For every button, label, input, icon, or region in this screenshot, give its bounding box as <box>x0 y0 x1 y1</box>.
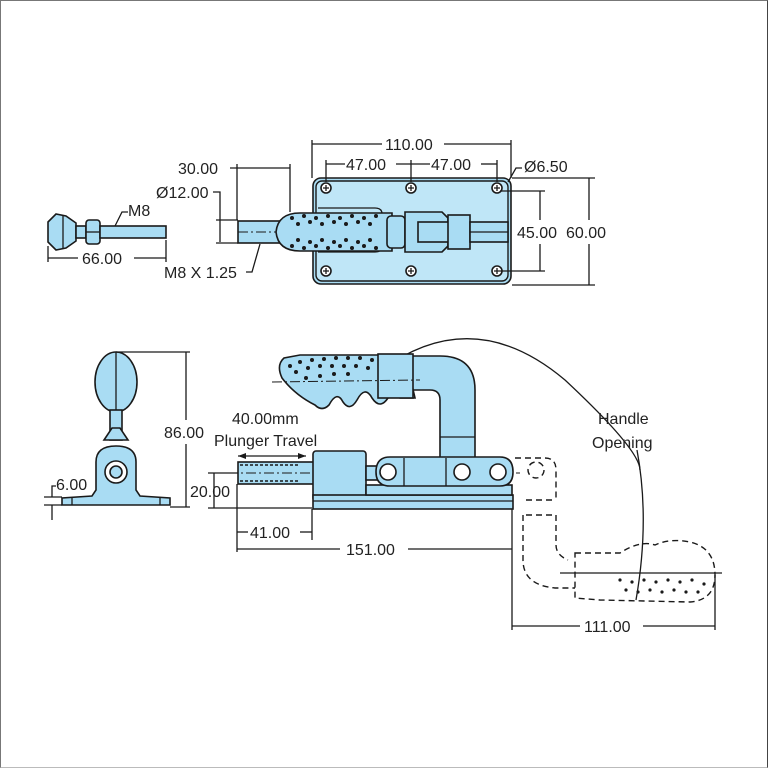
spindle-view: M8 66.00 <box>47 203 167 268</box>
plunger-height-dim: 20.00 <box>190 484 230 501</box>
grip-handle <box>275 212 393 252</box>
end-view-height-dim: 86.00 <box>164 425 204 442</box>
thread-leader <box>246 243 261 273</box>
handle-opening-arc <box>374 338 641 471</box>
open-pivot <box>527 461 545 479</box>
end-view-dimensions: 86.00 6.00 <box>44 351 204 520</box>
side-link <box>375 456 514 487</box>
spindle-neck <box>75 225 87 239</box>
hole-crosses <box>323 185 500 274</box>
hole-dia-leader <box>507 167 522 183</box>
plunger-offset-dim: 41.00 <box>250 525 290 542</box>
top-view <box>237 177 512 285</box>
plunger-extension-dim: 30.00 <box>178 161 218 178</box>
overall-width-dim: 60.00 <box>566 225 606 242</box>
m8-leader <box>114 211 128 227</box>
open-arm-outline <box>522 515 575 589</box>
link-pivot-3 <box>489 463 507 481</box>
travel-value-label: 40.00mm <box>232 411 299 428</box>
plunger-housing <box>312 450 367 502</box>
grip-dots <box>290 214 378 250</box>
thread-dim: M8 X 1.25 <box>164 265 237 282</box>
plunger-dia-ext <box>213 191 221 242</box>
grip-centerline <box>271 379 421 383</box>
mounting-holes <box>320 182 503 277</box>
handle-open-position <box>515 457 722 603</box>
handle-opening-label-2: Opening <box>592 435 653 452</box>
overall-length-dim: 110.00 <box>385 137 433 154</box>
pivot-block <box>447 214 471 250</box>
open-grip-outline <box>574 539 716 603</box>
end-view <box>61 351 171 506</box>
end-view-pivot-inner <box>109 465 123 479</box>
handle-reach-dim: 111.00 <box>584 619 631 636</box>
link-pivot-2 <box>453 463 471 481</box>
dim-line <box>51 485 56 520</box>
handle-opening-label-1: Handle <box>598 411 649 428</box>
spindle-shaft <box>99 225 167 239</box>
grip-collar <box>377 353 414 399</box>
top-view-dimensions: 110.00 47.00 47.00 Ø6.50 45.00 60.00 30.… <box>156 137 606 286</box>
travel-arrowheads <box>238 453 306 459</box>
link-arm <box>417 221 451 243</box>
side-view-dimensions: 40.00mm Plunger Travel 20.00 41.00 151.0… <box>190 411 716 636</box>
spindle-length-dim: 66.00 <box>82 251 122 268</box>
plunger-diameter-dim: Ø12.00 <box>156 185 209 202</box>
overall-side-length-dim: 151.00 <box>346 542 395 559</box>
side-base-plate <box>312 494 514 510</box>
base-thickness-dim: 6.00 <box>56 477 87 494</box>
hole-spacing-vertical-dim: 45.00 <box>517 225 557 242</box>
collar <box>386 215 406 249</box>
hole-diameter-dim: Ø6.50 <box>524 159 568 176</box>
plunger-thread-hidden <box>240 464 300 482</box>
hole-spacing-right-dim: 47.00 <box>431 157 471 174</box>
hole-spacing-left-dim: 47.00 <box>346 157 386 174</box>
spindle-thread-label: M8 <box>128 203 150 220</box>
side-view <box>210 338 722 603</box>
travel-label: Plunger Travel <box>214 433 317 450</box>
handle-opening-arc-lower <box>635 449 644 601</box>
side-grip-dots <box>288 356 374 380</box>
open-link-outline <box>515 457 569 561</box>
open-grip-dots <box>618 578 706 594</box>
spindle-head <box>47 213 77 251</box>
handle-arm <box>404 355 476 471</box>
link-pivot-1 <box>379 463 397 481</box>
end-view-link <box>102 427 130 441</box>
